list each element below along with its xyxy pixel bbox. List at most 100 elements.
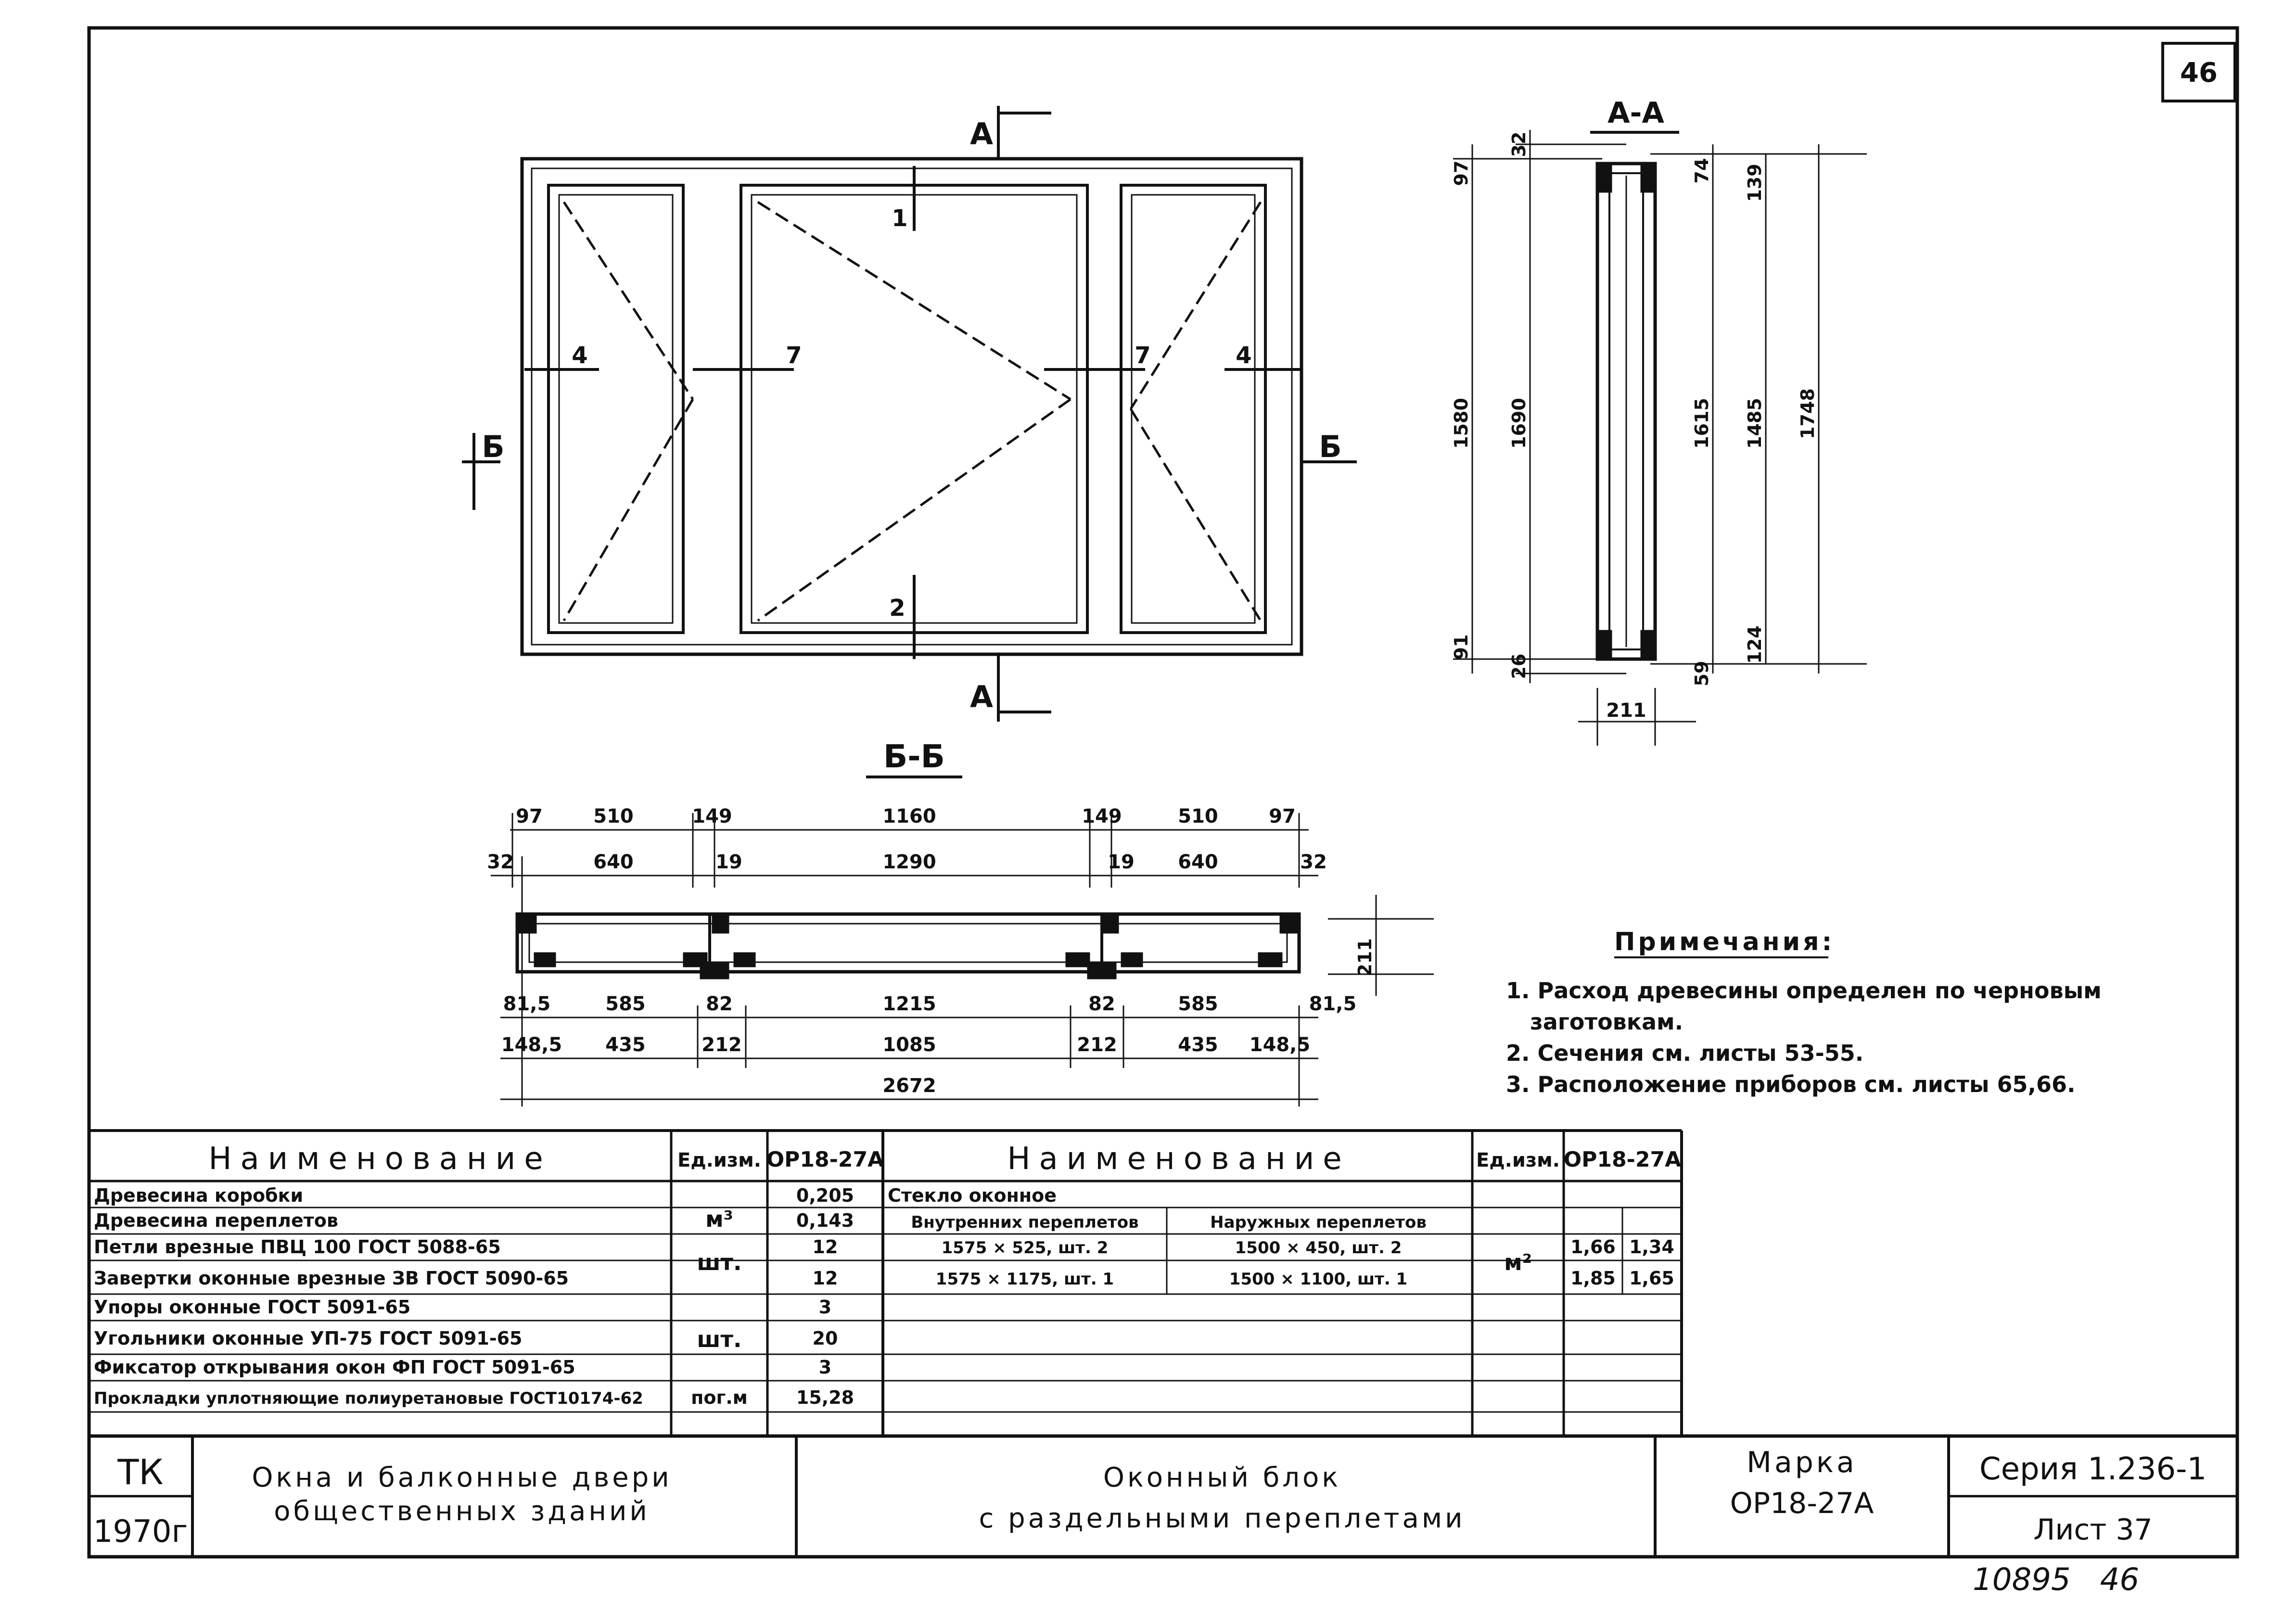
bb-top1-149-left: 149 — [692, 805, 732, 827]
section-a-top-label: А — [970, 116, 993, 152]
bb-bot1-585-left: 585 — [605, 993, 646, 1015]
row-8-name: Прокладки уплотняющие полиуретановые ГОС… — [94, 1389, 643, 1408]
row-1-value: 0,205 — [796, 1185, 854, 1206]
callout-4-right: 4 — [1236, 342, 1251, 369]
table-right-header-name: Наименование — [1007, 1141, 1350, 1177]
bb-top2-1290: 1290 — [882, 851, 936, 873]
aa-dim-97: 97 — [1451, 161, 1472, 186]
glass-title: Стекло оконное — [888, 1185, 1057, 1206]
glass-row2-v2: 1,65 — [1629, 1268, 1674, 1289]
row-1-name: Древесина коробки — [94, 1185, 303, 1206]
bb-top2-32-right: 32 — [1300, 851, 1327, 873]
bb-bot1-815-right: 81,5 — [1309, 993, 1357, 1015]
aa-dim-124: 124 — [1744, 625, 1765, 663]
table-left-header-unit: Ед.изм. — [677, 1149, 761, 1171]
row-3-4-unit: шт. — [697, 1249, 742, 1275]
glass-row2-outer: 1500 × 1100, шт. 1 — [1229, 1270, 1407, 1289]
section-a-bottom-label: А — [970, 679, 993, 714]
row-3-value: 12 — [813, 1236, 838, 1258]
aa-dim-139: 139 — [1744, 164, 1765, 202]
glass-row1-v1: 1,66 — [1570, 1236, 1616, 1258]
row-7-name: Фиксатор открывания окон ФП ГОСТ 5091-65 — [94, 1357, 575, 1378]
bb-bot2-212-right: 212 — [1077, 1034, 1117, 1056]
row-4-value: 12 — [813, 1268, 838, 1289]
row-4-name: Завертки оконные врезные ЗВ ГОСТ 5090-65 — [94, 1268, 569, 1289]
aa-dim-32: 32 — [1508, 132, 1530, 157]
aa-dim-1615: 1615 — [1691, 398, 1712, 449]
spec-table-grid — [89, 1129, 2237, 1438]
row-6-value: 20 — [813, 1328, 838, 1349]
row-5-name: Упоры оконные ГОСТ 5091-65 — [94, 1297, 410, 1318]
aa-dim-211: 211 — [1606, 699, 1646, 722]
note-3: 3. Расположение приборов см. листы 65,66… — [1506, 1071, 2076, 1097]
bb-bot1-82-left: 82 — [706, 993, 733, 1015]
bb-top1-149-right: 149 — [1082, 805, 1122, 827]
table-left-header-mark: ОР18-27А — [766, 1147, 884, 1172]
aa-dim-91: 91 — [1451, 635, 1472, 660]
aa-dim-26: 26 — [1508, 654, 1530, 679]
note-1: 1. Расход древесины определен по черновы… — [1506, 978, 2102, 1004]
title-item-line2: с раздельными переплетами — [979, 1503, 1466, 1534]
bb-top1-97-right: 97 — [1269, 805, 1296, 827]
row-2-name: Древесина переплетов — [94, 1210, 338, 1231]
title-project-line1: Окна и балконные двери — [252, 1462, 672, 1493]
note-2: 2. Сечения см. листы 53-55. — [1506, 1040, 1863, 1066]
title-org: ТК — [117, 1452, 163, 1492]
bb-bot2-1485-right: 148,5 — [1250, 1034, 1311, 1056]
section-bb-profile — [515, 912, 1301, 979]
section-b-right-label: Б — [1319, 429, 1341, 464]
front-view — [462, 106, 1357, 722]
bb-bot2-435-right: 435 — [1178, 1034, 1218, 1056]
bb-top1-510-left: 510 — [593, 805, 634, 827]
callout-1: 1 — [892, 205, 907, 232]
callout-4-left: 4 — [572, 342, 587, 369]
bb-top1-97-left: 97 — [516, 805, 543, 827]
sheet-number: 46 — [2180, 57, 2218, 89]
title-project-line2: общественных зданий — [274, 1496, 650, 1527]
row-6-name: Угольники оконные УП-75 ГОСТ 5091-65 — [94, 1328, 522, 1349]
table-left-header-name: Наименование — [208, 1141, 551, 1177]
glass-sub-outer: Наружных переплетов — [1210, 1213, 1427, 1232]
section-aa-profile — [1595, 162, 1657, 661]
bb-bot1-585-right: 585 — [1178, 993, 1218, 1015]
glass-row1-v2: 1,34 — [1629, 1236, 1674, 1258]
callout-2: 2 — [889, 595, 905, 622]
bb-top2-640-left: 640 — [593, 851, 634, 873]
bb-bot2-1485-left: 148,5 — [501, 1034, 562, 1056]
section-aa-title: А-А — [1607, 96, 1664, 130]
aa-dim-59: 59 — [1691, 661, 1712, 687]
footer-stamp: 10895 46 — [1973, 1562, 2139, 1598]
bb-total-2672: 2672 — [882, 1075, 936, 1097]
row-1-2-unit: м³ — [705, 1206, 733, 1232]
table-right-header-mark: ОР18-27А — [1564, 1147, 1681, 1172]
title-block-grid — [89, 1436, 2237, 1557]
row-7-value: 3 — [819, 1357, 831, 1378]
row-8-unit: пог.м — [691, 1387, 748, 1408]
row-2-value: 0,143 — [796, 1210, 854, 1231]
aa-dim-1690: 1690 — [1508, 398, 1530, 449]
title-sheet: Лист 37 — [2033, 1513, 2152, 1547]
title-series: Серия 1.236-1 — [1979, 1451, 2207, 1487]
bb-top1-510-right: 510 — [1178, 805, 1218, 827]
bb-top1-1160: 1160 — [882, 805, 936, 827]
glass-row2-v1: 1,85 — [1570, 1268, 1616, 1289]
sheet-border — [87, 26, 2239, 1559]
bb-top2-32-left: 32 — [487, 851, 514, 873]
glass-sub-inner: Внутренних переплетов — [911, 1213, 1138, 1232]
bb-bot2-1085: 1085 — [882, 1034, 936, 1056]
note-1-cont: заготовкам. — [1530, 1009, 1683, 1035]
title-year: 1970г — [93, 1514, 188, 1550]
row-5-7-unit: шт. — [697, 1326, 742, 1352]
bb-bot1-82-right: 82 — [1088, 993, 1115, 1015]
bb-bot2-212-left: 212 — [702, 1034, 742, 1056]
glass-row2-inner: 1575 × 1175, шт. 1 — [936, 1270, 1114, 1289]
bb-top2-640-right: 640 — [1178, 851, 1218, 873]
aa-dim-74: 74 — [1691, 158, 1712, 184]
section-bb-dim-lines — [491, 813, 1434, 1106]
glass-row1-outer: 1500 × 450, шт. 2 — [1235, 1238, 1402, 1258]
aa-dim-1485: 1485 — [1744, 398, 1765, 449]
callout-7-left: 7 — [786, 342, 802, 369]
bb-top2-19-right: 19 — [1108, 851, 1135, 873]
bb-bot1-1215: 1215 — [882, 993, 936, 1015]
